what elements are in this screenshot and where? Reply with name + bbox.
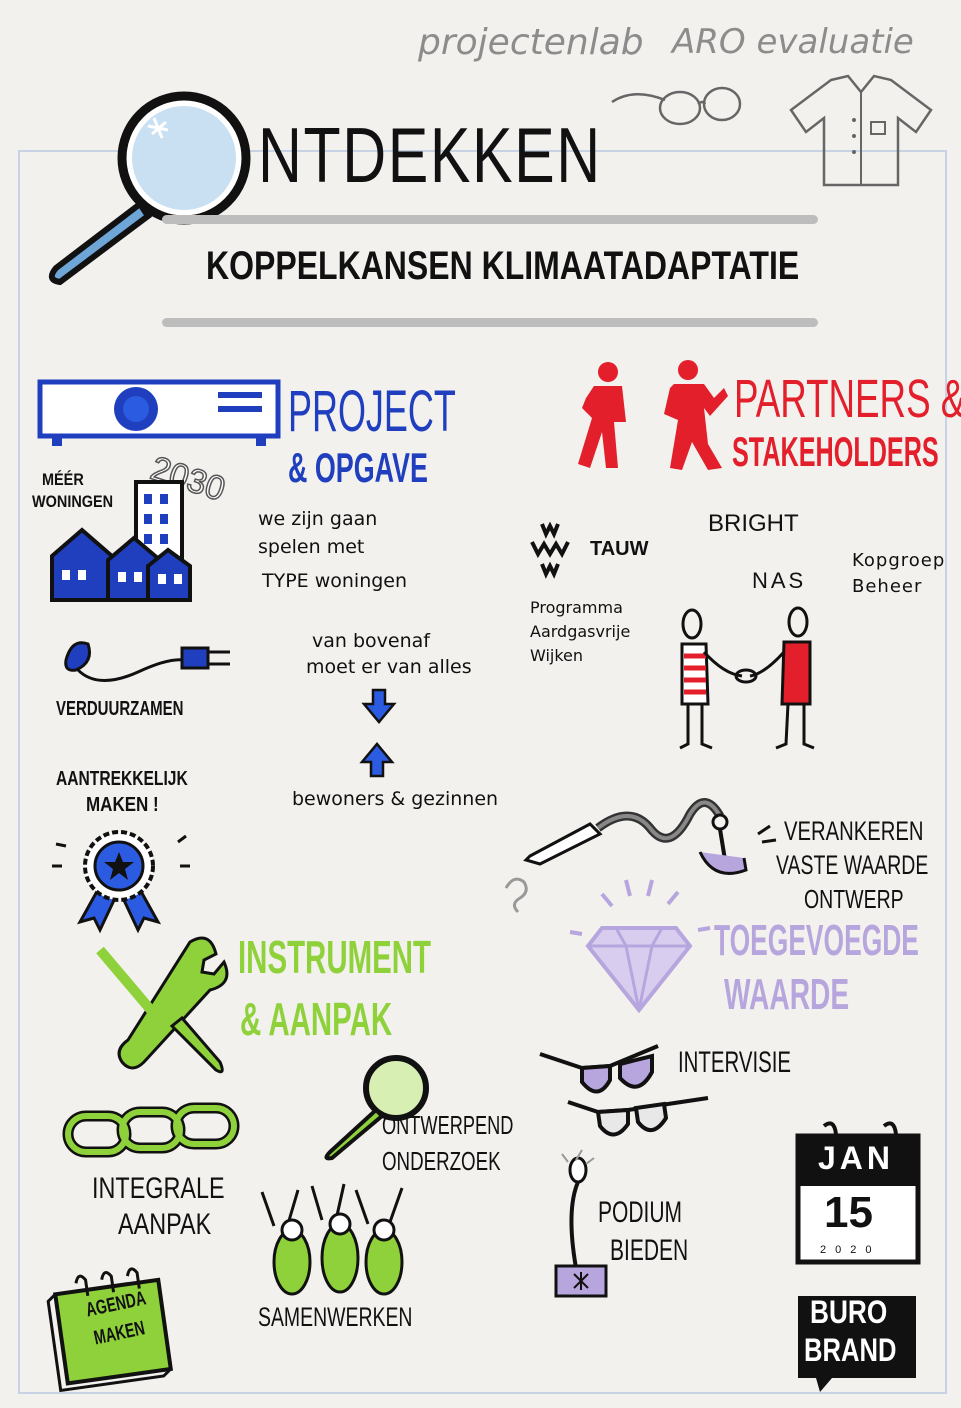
more-homes-label-1: MÉÉR bbox=[42, 470, 84, 489]
opgave-heading: & OPGAVE bbox=[288, 444, 428, 491]
play-text-1: we zijn gaan bbox=[258, 508, 378, 530]
calendar-month: JAN bbox=[818, 1140, 895, 1176]
value-text-1: TOEGEVOEGDE bbox=[714, 916, 919, 965]
value-text-2: WAARDE bbox=[724, 970, 850, 1019]
kopgroep-1: Kopgroep bbox=[852, 550, 946, 571]
kopgroep-2: Beheer bbox=[852, 576, 923, 597]
top-down-text-1: van bovenaf bbox=[312, 630, 430, 652]
projector-icon bbox=[37, 379, 281, 446]
diamond-icon bbox=[569, 879, 711, 1014]
agenda-book-icon bbox=[46, 1267, 174, 1393]
sunglasses-icon bbox=[539, 1044, 709, 1137]
podium-text-2: BIEDEN bbox=[610, 1234, 689, 1267]
partner-nas: NAS bbox=[752, 568, 807, 593]
instrument-heading: INSTRUMENT bbox=[238, 931, 431, 983]
attractive-label-2: MAKEN ! bbox=[86, 794, 159, 816]
lab-coat-icon bbox=[789, 74, 933, 187]
anchor-text-2: VASTE WAARDE bbox=[776, 850, 929, 880]
integral-text-2: AANPAK bbox=[118, 1208, 212, 1241]
aanpak-heading: & AANPAK bbox=[240, 993, 393, 1045]
integral-text-1: INTEGRALE bbox=[92, 1172, 225, 1205]
arrow-down-icon bbox=[361, 688, 397, 724]
play-text-3: TYPE woningen bbox=[262, 570, 408, 592]
houses-icon bbox=[50, 480, 192, 602]
projectenlab-label: projectenlab bbox=[418, 22, 644, 63]
anchor-text-3: ONTWERP bbox=[804, 884, 904, 914]
page-title: NTDEKKEN bbox=[258, 111, 602, 199]
programma-1: Programma bbox=[530, 598, 623, 617]
more-homes-label-2: WONINGEN bbox=[32, 492, 114, 511]
intervisie-text: INTERVISIE bbox=[678, 1046, 791, 1079]
subtitle-underline bbox=[162, 318, 818, 327]
brand-text-1: BURO bbox=[810, 1294, 888, 1330]
microphone-icon bbox=[554, 1149, 608, 1298]
sheet-frame bbox=[18, 150, 947, 1394]
residents-text: bewoners & gezinnen bbox=[292, 788, 499, 810]
title-underline bbox=[162, 215, 818, 224]
research-text-2: ONDERZOEK bbox=[382, 1146, 501, 1176]
top-down-text-2: moet er van alles bbox=[306, 656, 472, 678]
glasses-icon bbox=[611, 86, 742, 126]
project-heading: PROJECT bbox=[288, 379, 456, 444]
calendar-day: 15 bbox=[824, 1188, 873, 1237]
play-text-2: spelen met bbox=[258, 536, 365, 558]
collaborate-text: SAMENWERKEN bbox=[258, 1302, 413, 1332]
wrench-screwdriver-icon bbox=[96, 936, 229, 1074]
attractive-label-1: AANTREKKELIJK bbox=[56, 768, 188, 790]
partners-heading: PARTNERS & bbox=[734, 369, 961, 429]
handshake-icon bbox=[679, 606, 815, 750]
plug-icon bbox=[64, 641, 230, 682]
programma-3: Wijken bbox=[530, 646, 584, 665]
research-text-1: ONTWERPEND bbox=[382, 1110, 514, 1140]
tauw-logo-icon bbox=[530, 521, 570, 579]
verduurzamen-label: VERDUURZAMEN bbox=[56, 698, 184, 720]
calendar-icon bbox=[795, 1121, 921, 1265]
stakeholders-heading: STAKEHOLDERS bbox=[732, 428, 939, 475]
pen-anchor-icon bbox=[504, 798, 777, 914]
chain-icon bbox=[62, 1102, 240, 1158]
brand-text-2: BRAND bbox=[804, 1332, 897, 1368]
dancers-icon bbox=[578, 360, 728, 470]
calendar-year: 2020 bbox=[820, 1244, 881, 1256]
small-magnifier-icon bbox=[324, 1055, 429, 1161]
arrow-up-icon bbox=[359, 742, 395, 778]
aro-evaluatie-label: ARO evaluatie bbox=[672, 22, 914, 62]
rosette-icon bbox=[52, 830, 190, 934]
partner-tauw: TAUW bbox=[590, 538, 649, 560]
magnifier-icon bbox=[48, 91, 251, 286]
burobrand-logo-icon bbox=[798, 1296, 916, 1392]
partner-bright: BRIGHT bbox=[708, 510, 799, 537]
subtitle: KOPPELKANSEN KLIMAATADAPTATIE bbox=[206, 244, 800, 288]
podium-text-1: PODIUM bbox=[598, 1196, 682, 1229]
anchor-text-1: VERANKEREN bbox=[784, 816, 924, 846]
people-cheering-icon bbox=[260, 1183, 404, 1296]
programma-2: Aardgasvrije bbox=[530, 622, 631, 641]
